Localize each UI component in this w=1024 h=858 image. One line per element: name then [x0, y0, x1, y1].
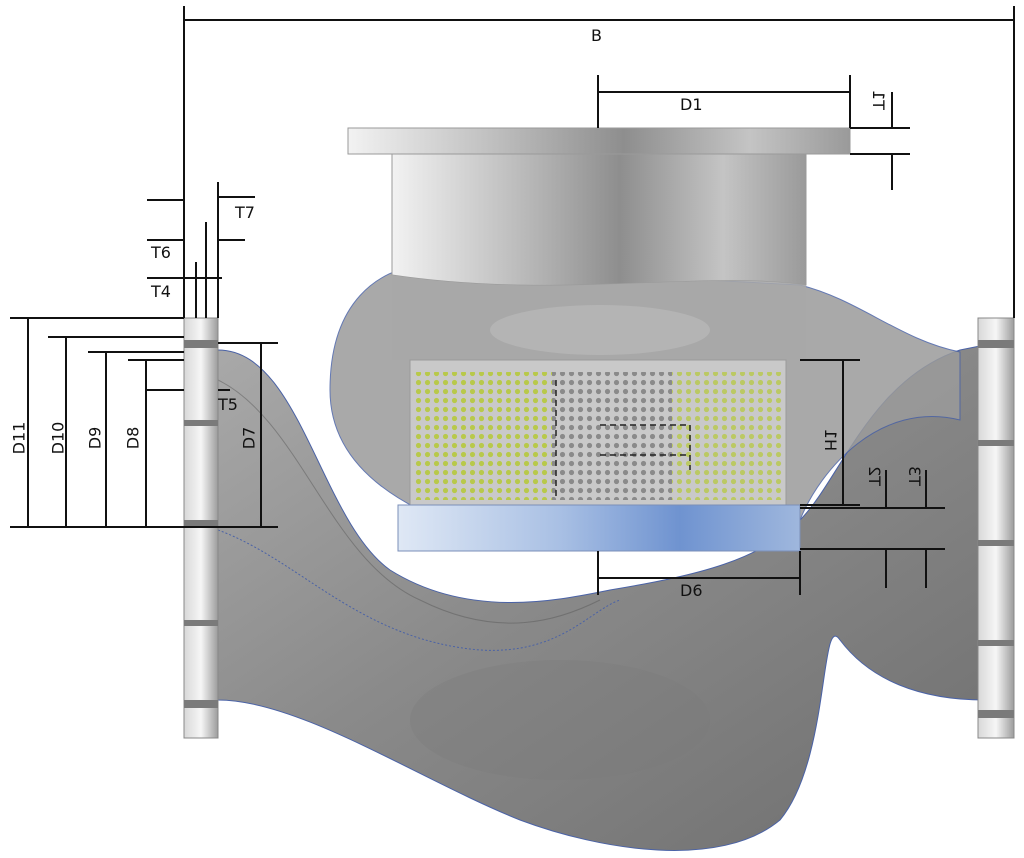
dim-label-d6: D6 — [680, 581, 703, 600]
dim-label-d11: D11 — [9, 421, 29, 455]
dim-label-d7: D7 — [239, 426, 259, 450]
dim-label-t5: T5 — [218, 395, 238, 414]
dim-label-t2: T2 — [864, 466, 884, 486]
strainer-screen — [409, 359, 787, 506]
dim-label-t7: T7 — [235, 203, 255, 222]
dim-label-h1: H1 — [821, 428, 841, 452]
right-flange — [977, 317, 1015, 739]
cover-cap — [347, 127, 851, 360]
dim-label-d9: D9 — [85, 426, 105, 450]
dim-label-d8: D8 — [123, 426, 143, 450]
dimension-lines — [10, 6, 1015, 595]
dim-label-t1: T1 — [868, 90, 888, 110]
dim-label-t4: T4 — [151, 282, 171, 301]
seal-ring — [397, 504, 801, 552]
dim-label-t6: T6 — [151, 243, 171, 262]
dim-label-d1: D1 — [680, 95, 703, 114]
dim-label-t3: T3 — [904, 466, 924, 486]
dim-label-d10: D10 — [48, 421, 68, 455]
dim-label-b: B — [591, 26, 602, 45]
